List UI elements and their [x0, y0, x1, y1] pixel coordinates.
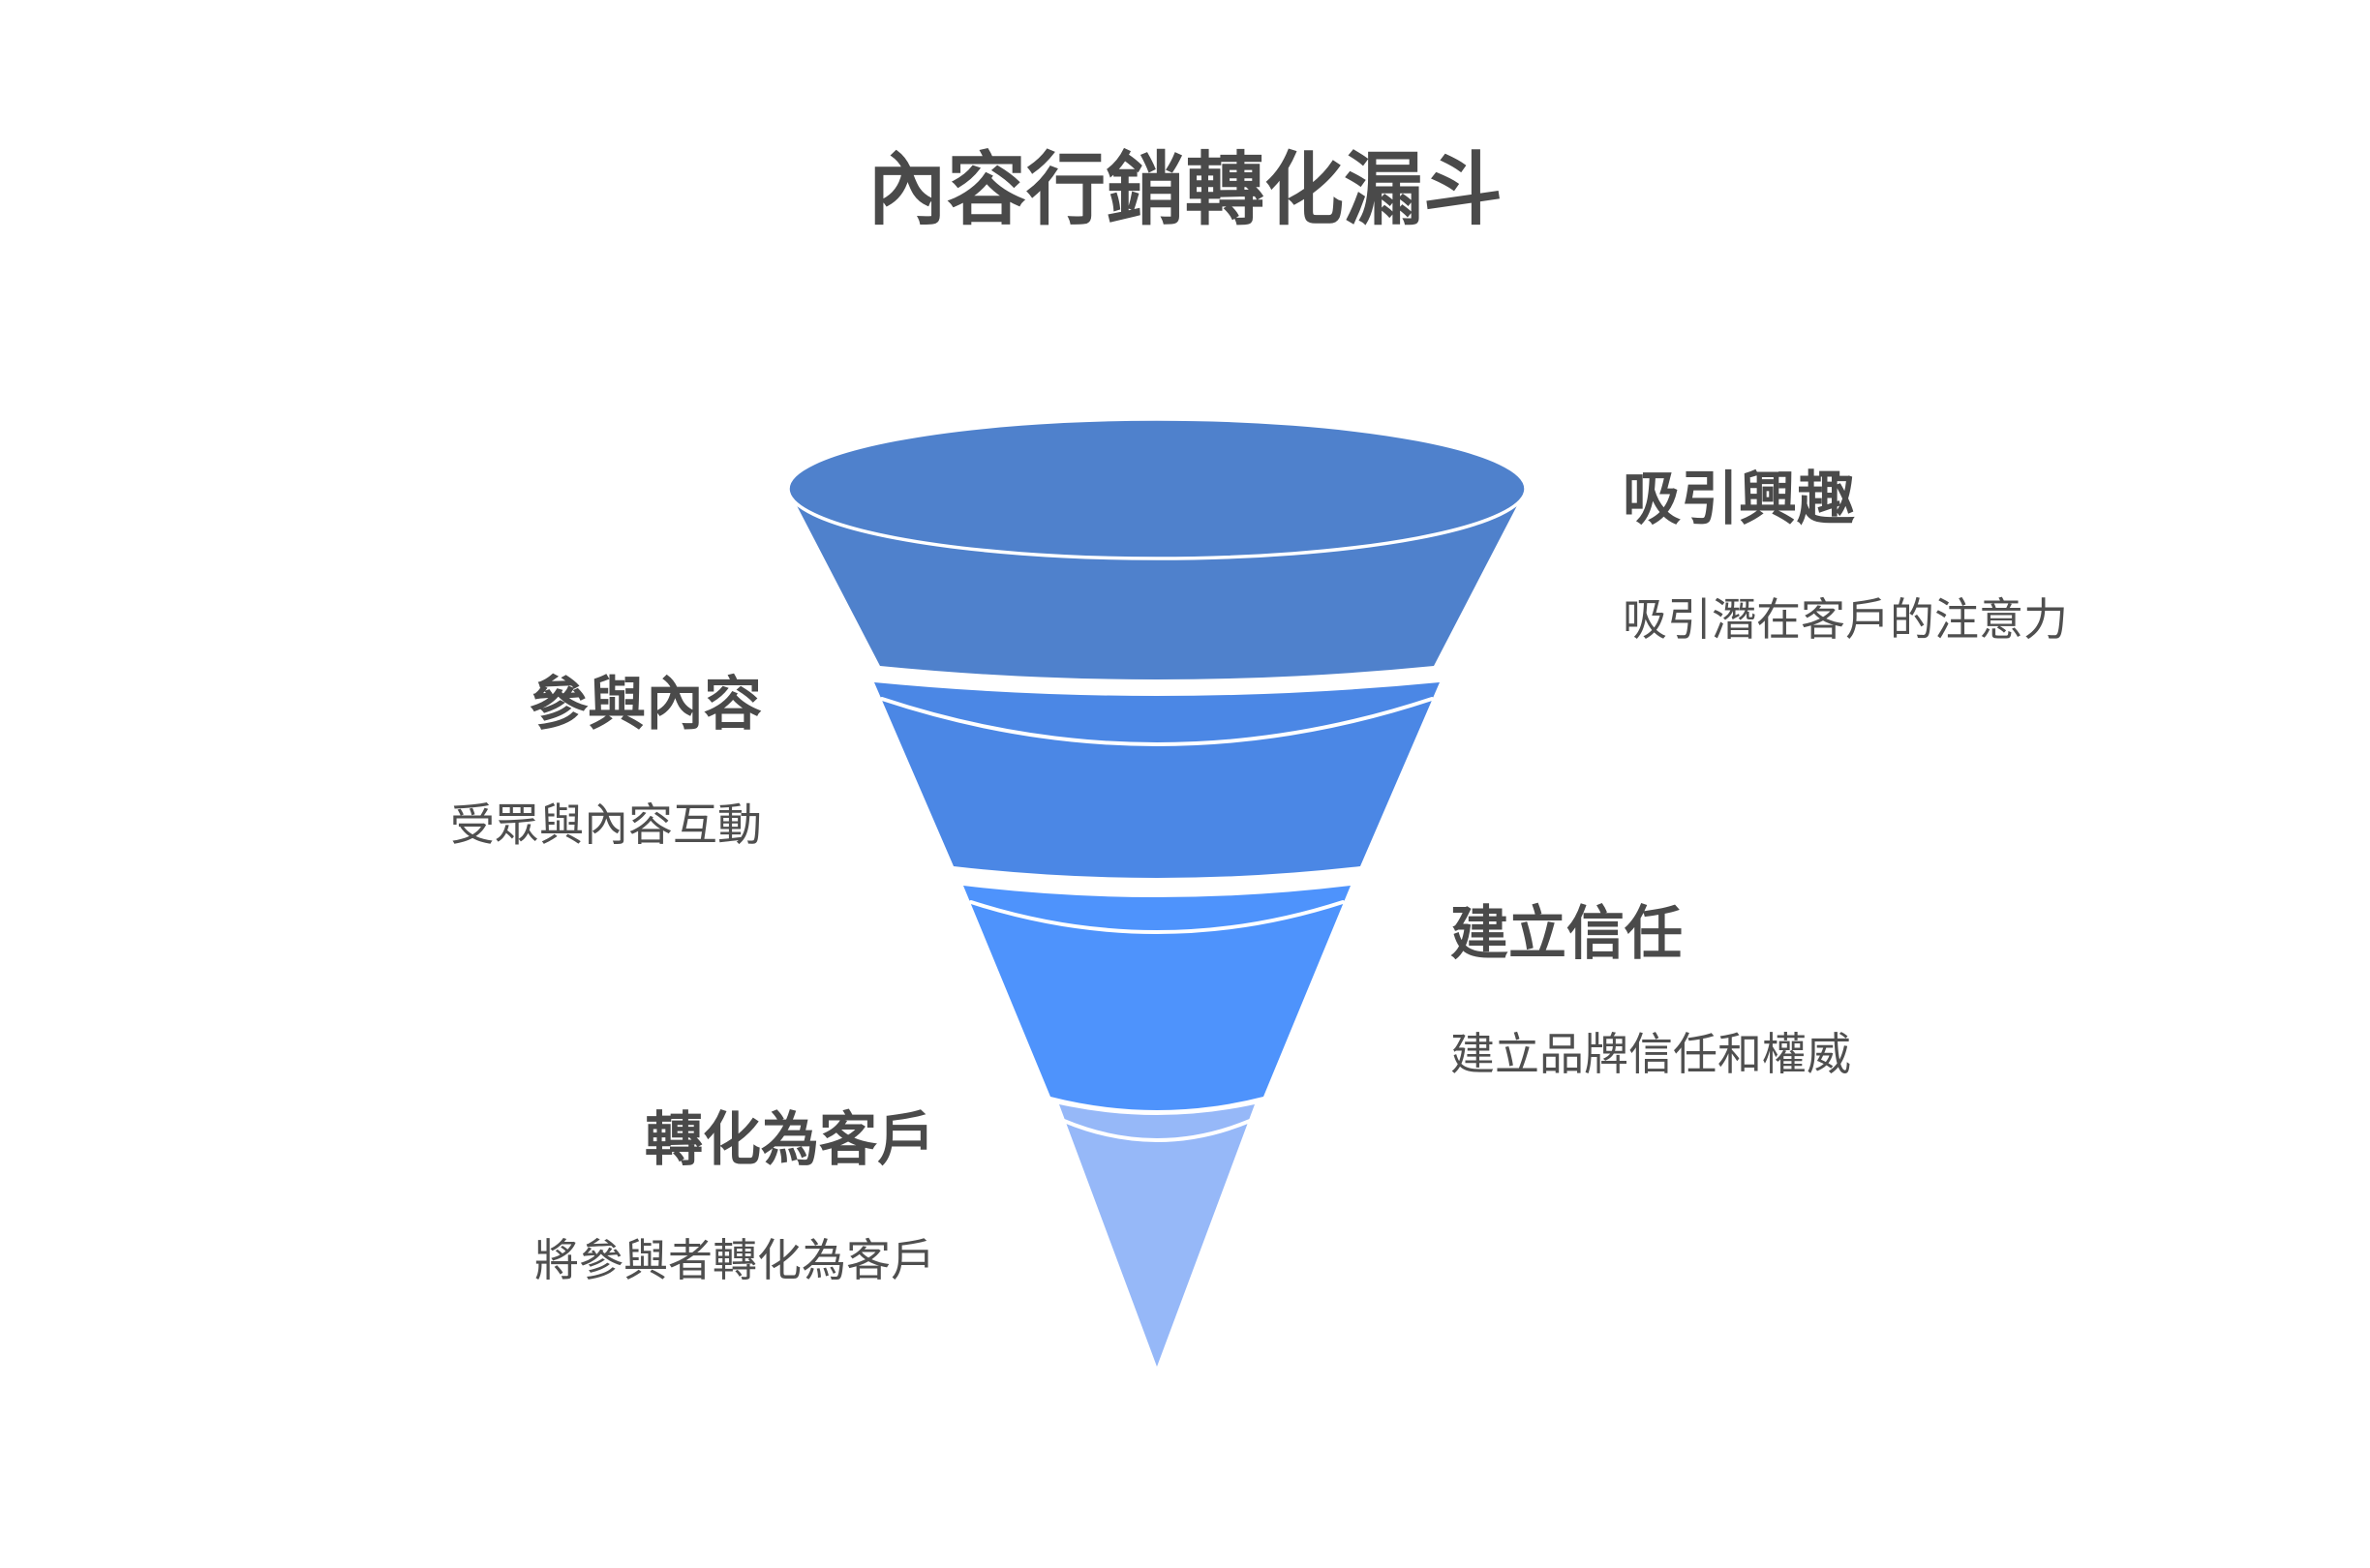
stage-1-label: 吸引興趣: [1623, 467, 1855, 531]
funnel-stage-3-rim-line: [969, 900, 1345, 934]
stage-4-label: 轉化為客戶: [645, 1107, 935, 1172]
funnel-stage-1: [786, 417, 1528, 679]
stage-4-label-block: 轉化為客戶 將參與者轉化為客戶: [534, 1103, 935, 1290]
funnel-stage-2: [874, 682, 1440, 878]
stage-3-label-block: 建立信任 建立品牌信任和權威: [1450, 897, 1851, 1084]
stage-3-description: 建立品牌信任和權威: [1450, 1029, 1851, 1079]
stage-1-label-block: 吸引興趣 吸引潛在客戶的注意力: [1623, 463, 2068, 649]
funnel-stage-1-wall: [788, 489, 1526, 679]
funnel-stage-1-top-ellipse: [786, 417, 1528, 560]
funnel-stage-2-rim-line: [880, 697, 1434, 746]
funnel-stage-2-shape: [874, 682, 1440, 878]
stage-2-label: 參與內容: [530, 672, 762, 737]
funnel-stage-3-shape: [963, 886, 1351, 1110]
stage-3-label: 建立信任: [1450, 901, 1683, 966]
stage-4-description: 將參與者轉化為客戶: [534, 1235, 935, 1285]
stage-1-description: 吸引潛在客戶的注意力: [1623, 594, 2068, 645]
page-title: 內容行銷轉化漏斗: [866, 146, 1503, 234]
funnel-stage-3: [963, 886, 1351, 1110]
funnel-stage-4: [1059, 1104, 1255, 1367]
funnel-stage-4-rim-line: [1062, 1119, 1252, 1142]
funnel-stage-4-shape: [1059, 1104, 1255, 1367]
stage-2-label-block: 參與內容 受眾與內容互動: [450, 668, 762, 855]
stage-2-description: 受眾與內容互動: [450, 799, 762, 850]
